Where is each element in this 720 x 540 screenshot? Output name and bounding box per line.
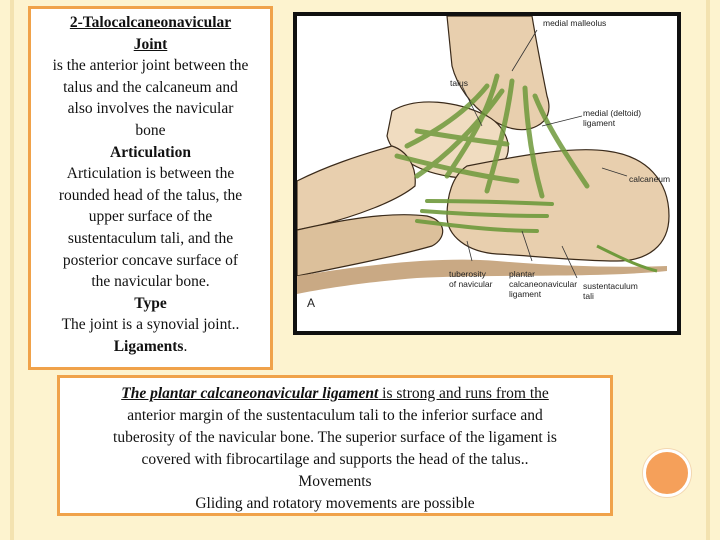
ligament-line: anterior margin of the sustentaculum tal…	[127, 407, 543, 424]
label-plantar-1: plantar	[509, 269, 535, 279]
right-edge-line	[706, 0, 710, 540]
movements-text: Gliding and rotatory movements are possi…	[195, 495, 475, 512]
label-tuberosity-2: of navicular	[449, 279, 493, 289]
ligament-line: tuberosity of the navicular bone. The su…	[113, 429, 557, 446]
decorative-circle	[643, 449, 691, 497]
panel-title-line2: Joint	[133, 35, 168, 53]
articulation-line: the navicular bone.	[91, 273, 210, 291]
intro-line: talus and the calcaneum and	[63, 78, 238, 96]
ligament-name: The plantar calcaneonavicular ligament	[121, 385, 379, 402]
anatomy-figure-frame: medial malleolus talus medial (deltoid) …	[293, 12, 681, 335]
ligaments-suffix: .	[183, 337, 188, 355]
joint-description-panel: 2-Talocalcaneonavicular Joint is the ant…	[28, 6, 273, 370]
articulation-line: rounded head of the talus, the	[58, 186, 243, 204]
articulation-line: upper surface of the	[88, 208, 213, 226]
ligament-line-1-rest: is strong and runs from the	[378, 385, 549, 402]
label-sustentaculum-2: tali	[583, 291, 594, 301]
ligament-line: covered with fibrocartilage and supports…	[141, 451, 529, 468]
articulation-heading: Articulation	[110, 143, 191, 161]
intro-line: is the anterior joint between the	[52, 57, 249, 75]
foot-illustration	[297, 16, 670, 294]
panel-title-line1: 2-Talocalcaneonavicular	[69, 14, 232, 31]
label-medial-malleolus: medial malleolus	[543, 18, 607, 28]
ligament-description-panel: The plantar calcaneonavicular ligament i…	[57, 375, 613, 516]
label-calcaneum: calcaneum	[629, 174, 671, 184]
articulation-line: sustentaculum tali, and the	[67, 229, 234, 247]
movements-heading: Movements	[298, 473, 372, 490]
label-plantar-2: calcaneonavicular	[509, 279, 578, 289]
label-talus: talus	[450, 78, 468, 88]
articulation-line: Articulation is between the	[66, 165, 235, 183]
ligament-line-1: The plantar calcaneonavicular ligament i…	[60, 383, 610, 405]
label-tuberosity-1: tuberosity	[449, 269, 486, 279]
label-medial-ligament-2: ligament	[583, 118, 616, 128]
ligaments-line: Ligaments.	[31, 336, 270, 358]
intro-line: bone	[135, 121, 166, 139]
anatomy-figure: medial malleolus talus medial (deltoid) …	[297, 16, 677, 331]
label-panel-letter: A	[307, 296, 316, 310]
ligaments-heading: Ligaments	[113, 337, 184, 355]
articulation-line: posterior concave surface of	[62, 251, 239, 269]
label-medial-ligament-1: medial (deltoid)	[583, 108, 642, 118]
left-edge-line	[10, 0, 14, 540]
type-text: The joint is a synovial joint..	[61, 316, 240, 334]
type-heading: Type	[134, 294, 167, 312]
label-plantar-3: ligament	[509, 289, 542, 299]
label-sustentaculum-1: sustentaculum	[583, 281, 638, 291]
intro-line: also involves the navicular	[67, 100, 234, 118]
